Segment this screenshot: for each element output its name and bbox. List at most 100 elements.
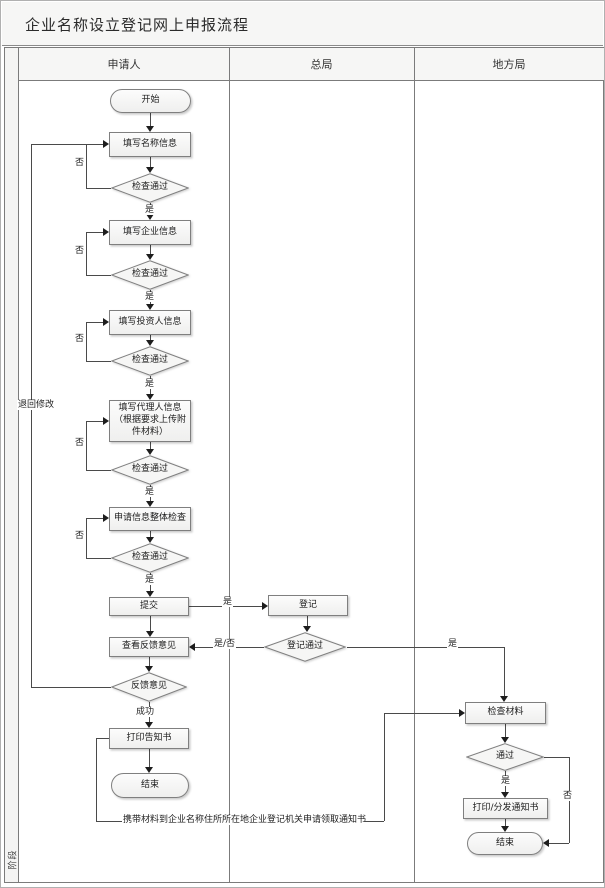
- diamond-shape: [264, 632, 346, 662]
- arrow-down-icon: [146, 254, 154, 260]
- arrow-down-icon: [501, 826, 509, 832]
- arrow-down-icon: [146, 126, 154, 132]
- node-view-feedback: 查看反馈意见: [109, 637, 189, 657]
- flow-line: [150, 616, 151, 631]
- arrow-down-icon: [146, 449, 154, 455]
- flow-line: [86, 421, 103, 422]
- node-print-notice: 打印告知书: [109, 728, 189, 749]
- flow-line: [86, 232, 103, 233]
- flow-line: [96, 821, 122, 822]
- arrow-down-icon: [500, 696, 508, 702]
- label-yes: 是: [500, 776, 512, 787]
- node-check-pass-4: 检查通过: [111, 455, 189, 485]
- diagram-title: 企业名称设立登记网上申报流程: [25, 16, 250, 34]
- label-yes: 是: [144, 205, 156, 216]
- node-print-distribute: 打印/分发通知书: [463, 798, 548, 819]
- label-yes: 是: [144, 575, 156, 586]
- flow-line: [86, 232, 87, 275]
- node-submit: 提交: [109, 597, 189, 616]
- diamond-shape: [111, 173, 189, 203]
- arrow-right-icon: [103, 228, 109, 236]
- label-no: 否: [74, 158, 86, 169]
- node-check-pass-3: 检查通过: [111, 346, 189, 376]
- node-end-applicant: 结束: [111, 773, 189, 798]
- diamond-shape: [111, 346, 189, 376]
- flow-line: [384, 713, 459, 714]
- lane-header-central-bureau: 总局: [229, 48, 414, 81]
- arrow-left-icon: [543, 839, 549, 847]
- arrow-down-icon: [146, 537, 154, 543]
- label-return-edit: 退回修改: [17, 400, 56, 411]
- flow-line: [86, 361, 111, 362]
- arrow-right-icon: [103, 514, 109, 522]
- arrow-down-icon: [501, 737, 509, 743]
- flow-line: [347, 647, 505, 648]
- flow-line: [86, 470, 111, 471]
- flow-line: [364, 821, 384, 822]
- arrow-right-icon: [459, 709, 465, 717]
- carry-note: 携带材料到企业名称住所所在地企业登记机关申请领取通知书: [122, 815, 368, 826]
- flow-line: [86, 558, 111, 559]
- flow-line: [86, 518, 103, 519]
- diamond-shape: [111, 672, 187, 702]
- lane-divider: [414, 48, 415, 882]
- flow-line: [86, 421, 87, 470]
- flow-line: [149, 749, 150, 767]
- diamond-shape: [111, 543, 189, 573]
- flow-line: [150, 531, 151, 537]
- node-end-local: 结束: [467, 832, 543, 855]
- node-check-pass-1: 检查通过: [111, 173, 189, 203]
- label-yes: 是: [222, 597, 234, 608]
- flow-line: [505, 724, 506, 737]
- node-fill-investor: 填写投资人信息: [109, 310, 191, 335]
- flow-line: [86, 188, 111, 189]
- arrow-down-icon: [146, 304, 154, 310]
- label-yes: 是: [144, 292, 156, 303]
- node-fill-agent: 填写代理人信息 （根据要求上传附 件材料）: [109, 400, 191, 442]
- arrow-down-icon: [145, 767, 153, 773]
- arrow-right-icon: [262, 602, 268, 610]
- flow-line: [96, 738, 109, 739]
- node-start: 开始: [110, 89, 191, 113]
- diamond-shape: [111, 455, 189, 485]
- label-no: 否: [74, 531, 86, 542]
- arrow-down-icon: [146, 591, 154, 597]
- arrow-right-icon: [103, 417, 109, 425]
- flow-line: [86, 322, 87, 361]
- node-check-pass-5: 检查通过: [111, 543, 189, 573]
- flow-line: [149, 657, 150, 666]
- arrow-down-icon: [146, 167, 154, 173]
- flow-line: [31, 687, 111, 688]
- label-no: 否: [562, 791, 574, 802]
- node-fill-name: 填写名称信息: [109, 132, 191, 157]
- flow-line: [504, 647, 505, 696]
- arrow-down-icon: [146, 214, 154, 220]
- flow-line: [86, 144, 103, 145]
- flow-line: [86, 322, 103, 323]
- arrow-down-icon: [146, 394, 154, 400]
- label-yes-no: 是/否: [213, 639, 237, 650]
- flow-line: [96, 738, 97, 821]
- arrow-down-icon: [146, 631, 154, 637]
- arrow-down-icon: [145, 666, 153, 672]
- node-register: 登记: [268, 595, 348, 616]
- arrow-down-icon: [146, 501, 154, 507]
- node-overall-check: 申请信息整体检查: [109, 507, 191, 531]
- arrow-right-icon: [103, 140, 109, 148]
- lane-header-label: 申请人: [107, 58, 141, 71]
- arrow-down-icon: [145, 722, 153, 728]
- flow-line: [150, 245, 151, 254]
- label-no: 否: [74, 334, 86, 345]
- flow-line: [86, 144, 87, 188]
- flow-line: [307, 616, 308, 626]
- node-fill-company: 填写企业信息: [109, 220, 191, 245]
- arrow-down-icon: [501, 792, 509, 798]
- node-register-pass: 登记通过: [264, 632, 346, 662]
- title-bar: 企业名称设立登记网上申报流程: [2, 2, 603, 46]
- flow-line: [150, 442, 151, 449]
- diamond-shape: [466, 743, 544, 771]
- flow-line: [549, 843, 569, 844]
- arrow-left-icon: [189, 643, 195, 651]
